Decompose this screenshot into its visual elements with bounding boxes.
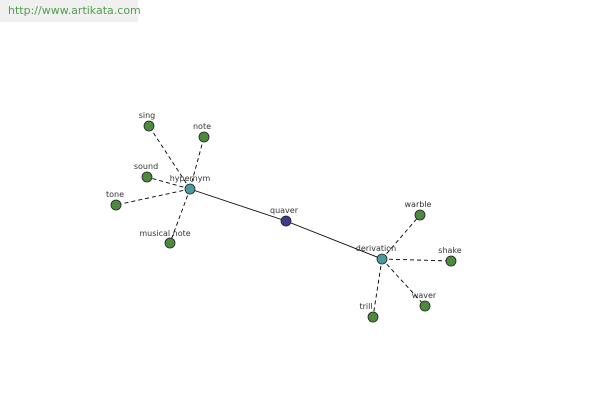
- node-musical-note-dot[interactable]: [164, 237, 176, 249]
- edge-derivation-quaver: [285, 220, 383, 260]
- node-sing-label: sing: [139, 111, 156, 120]
- graph-nodes: quaver hypernym derivation sing note sound ton…: [106, 111, 462, 323]
- node-warble-label: warble: [405, 200, 432, 209]
- node-tone-dot[interactable]: [110, 199, 122, 211]
- node-derivation-dot[interactable]: [376, 253, 388, 265]
- node-tone[interactable]: tone: [106, 190, 124, 211]
- edge-hypernym-note: [189, 136, 205, 190]
- node-note-dot[interactable]: [198, 131, 210, 143]
- node-waver[interactable]: waver: [412, 291, 437, 312]
- site-url[interactable]: http://www.artikata.com: [0, 0, 141, 22]
- edge-derivation-trill: [372, 258, 383, 318]
- node-sound[interactable]: sound: [134, 162, 158, 183]
- node-warble-dot[interactable]: [414, 209, 426, 221]
- node-trill[interactable]: trill: [359, 302, 379, 323]
- node-musical-note[interactable]: musical note: [139, 229, 191, 249]
- node-sound-dot[interactable]: [141, 171, 153, 183]
- node-shake[interactable]: shake: [438, 246, 462, 267]
- edge-hypernym-sing: [148, 125, 191, 190]
- node-sound-label: sound: [134, 162, 158, 171]
- node-musical-note-label: musical note: [139, 229, 190, 238]
- edge-derivation-waver: [381, 258, 426, 307]
- edge-derivation-shake: [381, 258, 452, 262]
- node-hypernym-label: hypernym: [170, 174, 211, 183]
- edge-hypernym-musical-note: [169, 188, 191, 244]
- edge-hypernym-quaver: [189, 188, 287, 222]
- node-note[interactable]: note: [193, 122, 211, 143]
- node-hypernym-dot[interactable]: [184, 183, 196, 195]
- node-shake-dot[interactable]: [445, 255, 457, 267]
- node-warble[interactable]: warble: [405, 200, 432, 221]
- node-derivation-label: derivation: [356, 244, 396, 253]
- node-shake-label: shake: [438, 246, 461, 255]
- edge-derivation-warble: [381, 214, 421, 260]
- edge-hypernym-tone: [115, 188, 191, 206]
- node-quaver-label: quaver: [270, 206, 299, 215]
- graph-edges: [115, 125, 452, 318]
- node-derivation[interactable]: derivation: [356, 244, 396, 265]
- node-hypernym[interactable]: hypernym: [170, 174, 211, 195]
- node-trill-dot[interactable]: [367, 311, 379, 323]
- node-sing-dot[interactable]: [143, 120, 155, 132]
- node-quaver[interactable]: quaver: [270, 206, 299, 227]
- node-tone-label: tone: [106, 190, 124, 199]
- node-quaver-dot[interactable]: [280, 215, 292, 227]
- node-waver-dot[interactable]: [419, 300, 431, 312]
- node-sing[interactable]: sing: [139, 111, 156, 132]
- node-trill-label: trill: [359, 302, 372, 311]
- edge-hypernym-sound: [146, 176, 191, 190]
- node-waver-label: waver: [412, 291, 437, 300]
- node-note-label: note: [193, 122, 211, 131]
